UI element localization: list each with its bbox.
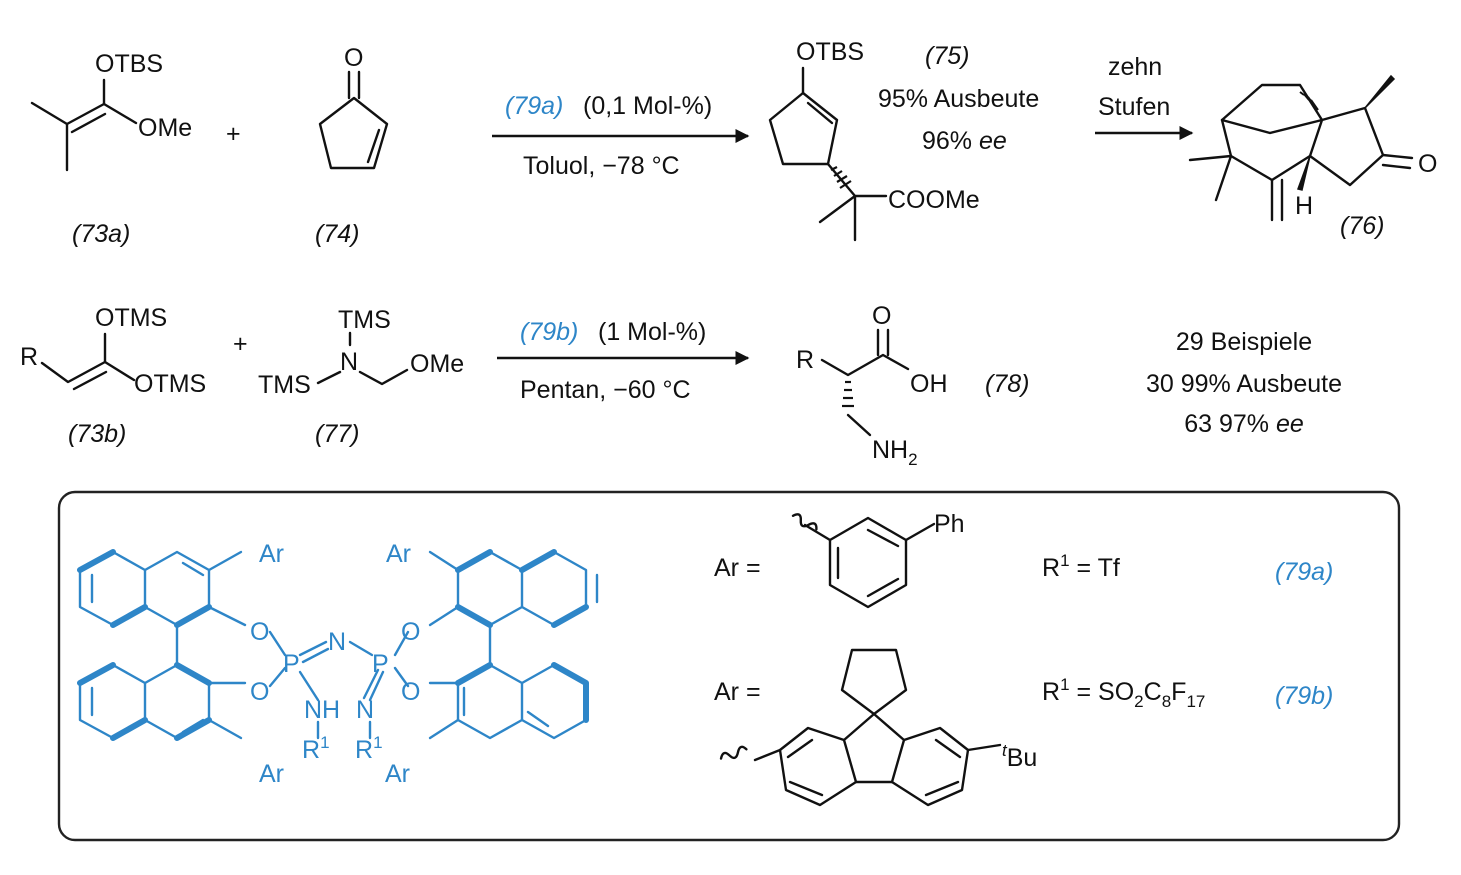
label-74: (74) — [315, 220, 359, 248]
catalyst-box — [57, 490, 1401, 842]
atom-ar: Ar — [385, 760, 410, 788]
group-coome: COOMe — [888, 186, 980, 214]
reaction-arrow-3: (79b) (1 Mol-%) Pentan, −60 °C — [497, 318, 750, 404]
atom-ar: Ar — [386, 540, 411, 568]
atom-r1: R1 — [302, 733, 330, 764]
atom-n: N — [328, 628, 346, 656]
group-otbs: OTBS — [796, 38, 864, 66]
arrow-line1: zehn — [1108, 53, 1162, 81]
atom-p: P — [372, 650, 389, 678]
group-otbs: OTBS — [95, 50, 163, 78]
catalyst-loading: (0,1 Mol-%) — [583, 92, 712, 120]
compound-77: TMS N TMS OMe (77) — [258, 306, 464, 448]
reaction-arrow-2: zehn Stufen — [1095, 53, 1194, 140]
group-ome: OMe — [410, 350, 464, 378]
ee-75: 96% ee — [922, 127, 1007, 155]
catalyst-79b-ref: (79b) — [520, 318, 578, 346]
plus-sign: + — [233, 330, 248, 358]
yield-75: 95% Ausbeute — [878, 85, 1039, 113]
atom-o: O — [250, 678, 269, 706]
group-r: R — [796, 346, 814, 374]
summary-line1: 29 Beispiele — [1176, 328, 1312, 356]
compound-78: R O OH NH2 (78) — [796, 302, 1029, 469]
label-75: (75) — [925, 42, 969, 70]
arrow-line2: Stufen — [1098, 93, 1170, 121]
compound-75: OTBS COOMe (75) 95% Ausbeute 96% ee — [768, 38, 1039, 242]
atom-ar: Ar — [259, 760, 284, 788]
conditions: Pentan, −60 °C — [520, 376, 691, 404]
catalyst-entry-79a: Ar = Ph R1 = Tf (79a) — [714, 510, 1333, 609]
group-oh: OH — [910, 370, 948, 398]
atom-o: O — [250, 618, 269, 646]
atom-o: O — [344, 44, 363, 72]
group-ph: Ph — [934, 510, 965, 538]
label-78: (78) — [985, 370, 1029, 398]
label-73a: (73a) — [72, 220, 130, 248]
group-tms-2: TMS — [258, 371, 311, 399]
group-r: R — [20, 343, 38, 371]
atom-o: O — [401, 678, 420, 706]
group-otms-1: OTMS — [95, 304, 167, 332]
atom-o: O — [401, 618, 420, 646]
catalyst-loading: (1 Mol-%) — [598, 318, 706, 346]
summary-78: 29 Beispiele 30 99% Ausbeute 63 97% ee — [1146, 328, 1342, 438]
catalyst-79a-ref: (79a) — [505, 92, 563, 120]
compound-73a: OTBS OMe (73a) — [30, 50, 192, 248]
catalyst-entry-79b: Ar = tBu R1 = SO2C8F17 (79b) — [714, 648, 1333, 807]
atom-o: O — [872, 302, 891, 330]
ar-equals: Ar = — [714, 554, 761, 582]
r1-definition: R1 = SO2C8F17 — [1042, 675, 1205, 711]
atom-p: P — [283, 650, 300, 678]
group-tms-1: TMS — [338, 306, 391, 334]
r1-definition: R1 = Tf — [1042, 551, 1120, 582]
label-76: (76) — [1340, 212, 1384, 240]
group-nh2: NH2 — [872, 436, 918, 469]
ar-equals: Ar = — [714, 678, 761, 706]
atom-ar: Ar — [259, 540, 284, 568]
group-ome: OMe — [138, 114, 192, 142]
group-tbu: tBu — [1002, 741, 1037, 772]
reaction-arrow-1: (79a) (0,1 Mol-%) Toluol, −78 °C — [492, 92, 750, 180]
conditions: Toluol, −78 °C — [523, 152, 680, 180]
compound-73b: R OTMS OTMS (73b) — [20, 304, 206, 448]
compound-76: O H (76) — [1188, 74, 1437, 240]
atom-o: O — [1418, 150, 1437, 178]
atom-r1: R1 — [355, 733, 383, 764]
plus-sign: + — [226, 120, 241, 148]
atom-n: N — [340, 348, 358, 376]
label-73b: (73b) — [68, 420, 126, 448]
atom-n: N — [356, 696, 374, 724]
atom-h: H — [1295, 192, 1313, 220]
summary-line3: 63 97% ee — [1184, 410, 1304, 438]
summary-line2: 30 99% Ausbeute — [1146, 370, 1342, 398]
compound-74: O (74) — [315, 44, 389, 248]
label-79a: (79a) — [1275, 558, 1333, 586]
atom-nh: NH — [304, 696, 340, 724]
label-79b: (79b) — [1275, 682, 1333, 710]
label-77: (77) — [315, 420, 359, 448]
catalyst-structure: Ar Ar Ar Ar O O O O P P N NH N R1 R1 — [77, 540, 599, 788]
group-otms-2: OTMS — [134, 370, 206, 398]
